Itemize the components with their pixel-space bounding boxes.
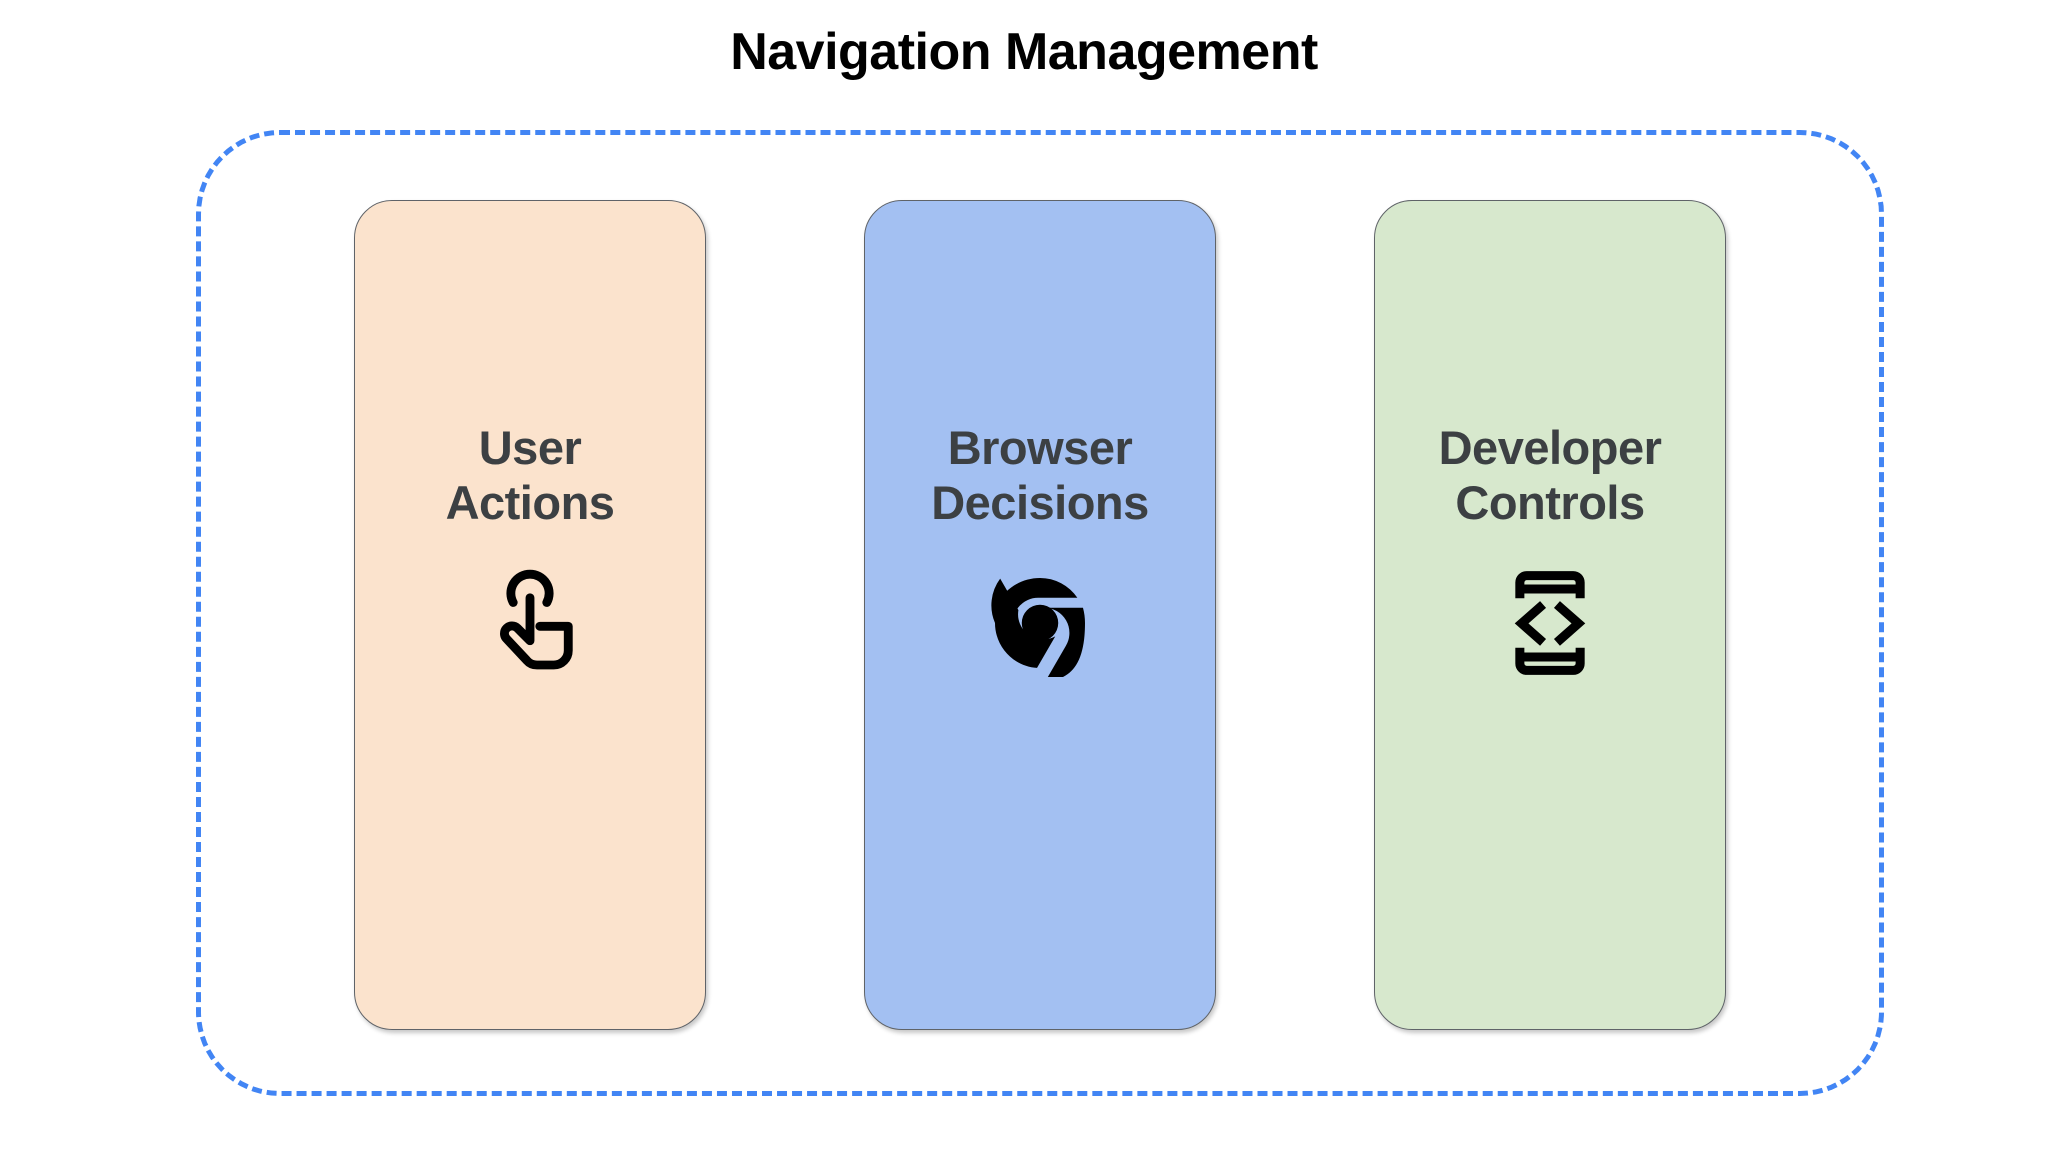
card-developer-controls[interactable]: Developer Controls: [1374, 200, 1726, 1030]
card-developer-controls-label: Developer Controls: [1438, 421, 1662, 529]
card-browser-decisions-label: Browser Decisions: [931, 421, 1149, 529]
tap-gesture-icon: [471, 564, 589, 682]
card-user-actions-label: User Actions: [445, 421, 615, 529]
chrome-logo-icon: [981, 564, 1099, 682]
page-title: Navigation Management: [730, 23, 1318, 81]
developer-mode-icon: [1491, 564, 1609, 682]
navigation-management-group: [196, 130, 1884, 1096]
cards-row: User Actions Browser Decisions Developer…: [196, 200, 1884, 1030]
card-browser-decisions[interactable]: Browser Decisions: [864, 200, 1216, 1030]
card-user-actions[interactable]: User Actions: [354, 200, 706, 1030]
